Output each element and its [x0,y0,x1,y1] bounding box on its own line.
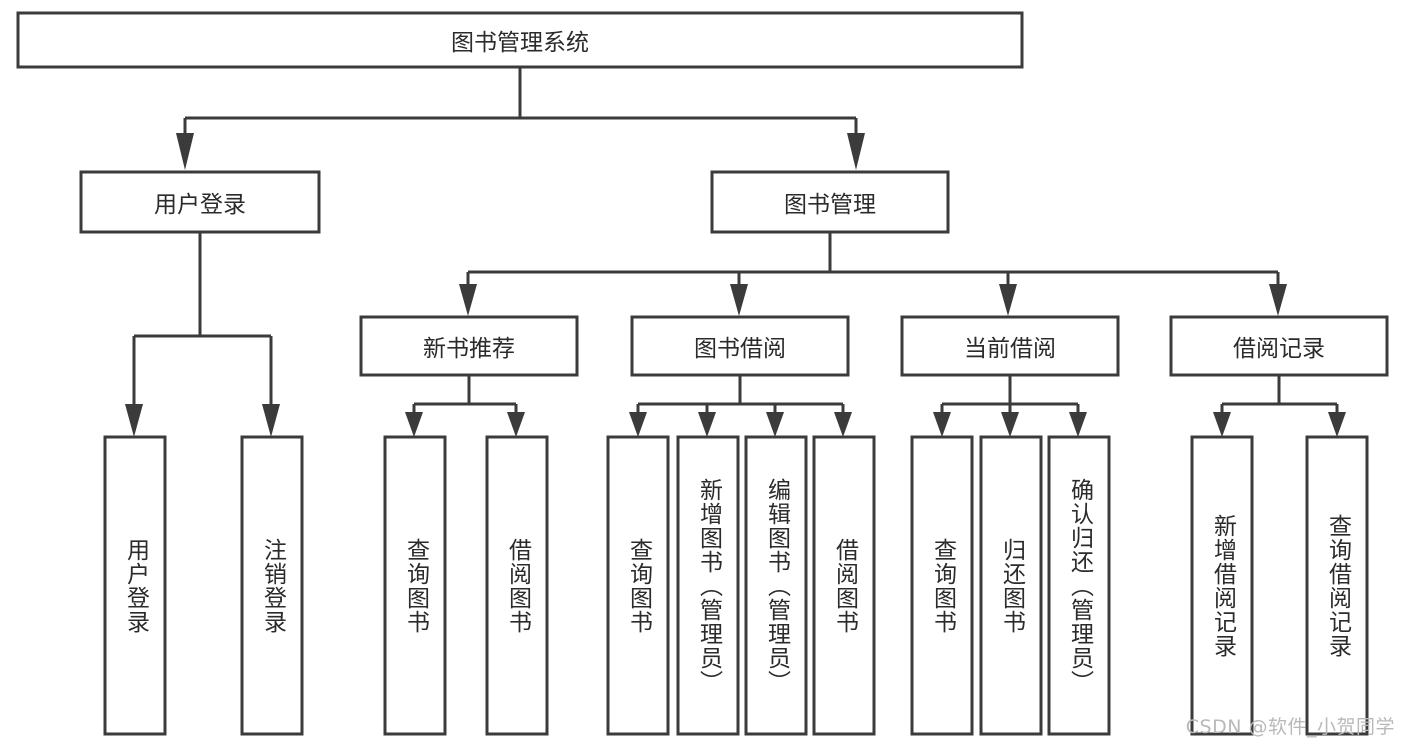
arrow-to-leaf-borrow-book-1 [507,412,525,437]
node-root-box[interactable] [16,11,1024,69]
arrow-to-leaf-return-book [1001,412,1019,437]
arrow-to-borrow-records [1269,284,1287,316]
arrow-to-leaf-confirm-return [1069,412,1087,437]
leaf-box-query-book-1[interactable] [383,435,447,736]
arrow-to-new-book-recommend [459,284,477,316]
arrow-to-leaf-query-book-2 [629,412,647,437]
arrow-to-leaf-query-record [1328,412,1346,437]
leaf-box-user-login[interactable] [103,435,167,736]
leaf-box-add-record[interactable] [1190,435,1254,736]
arrow-root-to-book-mgmt [847,133,865,170]
leaf-box-add-book[interactable] [676,435,740,736]
arrow-to-leaf-logout [262,404,280,437]
node-book-borrow-box[interactable] [630,315,850,377]
arrow-to-leaf-query-book-3 [933,412,951,437]
node-book-management-box[interactable] [710,170,950,234]
arrow-to-leaf-add-record [1213,412,1231,437]
arrow-to-leaf-borrow-book-2 [834,412,852,437]
arrow-to-current-borrow [999,284,1017,316]
leaf-box-borrow-book-2[interactable] [812,435,876,736]
csdn-watermark: CSDN @软件_小贺同学 [1185,716,1395,738]
node-borrow-records-box[interactable] [1169,315,1389,377]
leaf-box-query-record[interactable] [1305,435,1369,736]
arrow-root-to-user-login [176,133,194,170]
node-user-login-box[interactable] [79,170,321,234]
node-current-borrow-box[interactable] [900,315,1120,377]
arrow-to-leaf-add-book [698,412,716,437]
leaf-box-confirm-return[interactable] [1047,435,1111,736]
leaf-box-logout[interactable] [240,435,304,736]
leaf-box-borrow-book-1[interactable] [485,435,549,736]
node-new-book-recommend-box[interactable] [359,315,579,377]
arrow-to-leaf-user-login [125,404,143,437]
leaf-box-query-book-2[interactable] [606,435,670,736]
arrow-to-leaf-edit-book [766,412,784,437]
leaf-box-edit-book[interactable] [744,435,808,736]
arrow-to-book-borrow [730,284,748,316]
arrow-to-leaf-query-book-1 [405,412,423,437]
leaf-box-query-book-3[interactable] [910,435,974,736]
leaf-box-return-book[interactable] [979,435,1043,736]
